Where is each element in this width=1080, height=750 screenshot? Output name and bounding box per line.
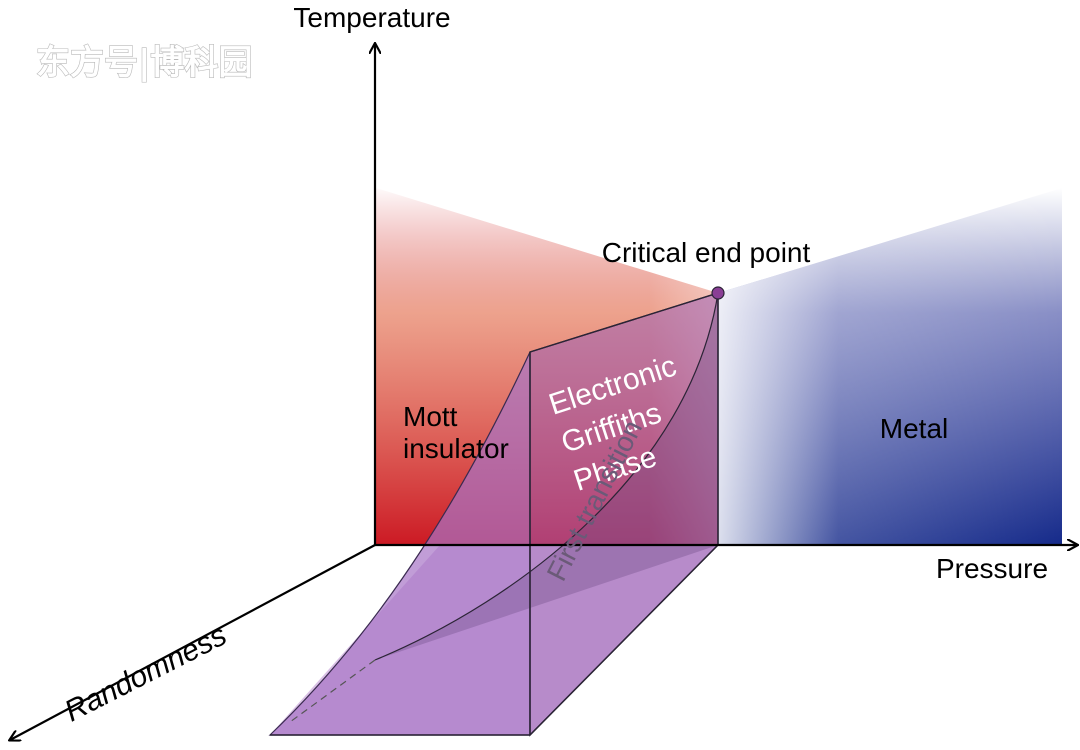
metal-fade xyxy=(718,188,1062,545)
critical-end-point-label: Critical end point xyxy=(602,237,811,268)
mott-insulator-label-line1: Mott xyxy=(403,401,458,432)
randomness-axis-label: Randomness xyxy=(59,619,231,729)
critical-end-point-marker xyxy=(711,286,725,300)
pressure-axis-label: Pressure xyxy=(936,553,1048,584)
metal-label: Metal xyxy=(880,413,948,444)
temperature-axis-label: Temperature xyxy=(293,2,450,33)
mott-insulator-label-line2: insulator xyxy=(403,433,509,464)
randomness-axis xyxy=(10,544,376,740)
watermark-text: 东方号|博科园 xyxy=(36,43,252,83)
